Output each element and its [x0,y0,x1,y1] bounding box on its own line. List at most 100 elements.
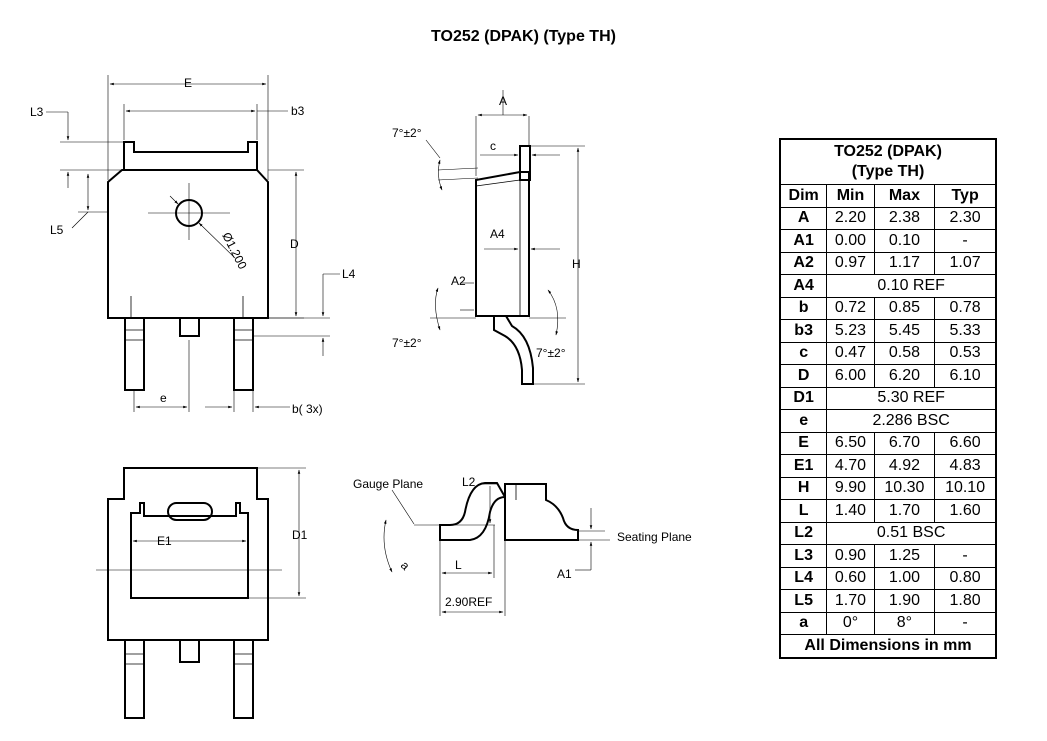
column-header-dim: Dim [779,184,828,208]
side-view-lead [493,315,534,385]
cell-merged-value: 5.30 REF [826,386,997,410]
dim-label-D1: D1 [292,528,308,542]
cell-max: 1.90 [873,589,936,613]
cell-min: 4.70 [826,454,875,478]
cell-min: 6.50 [826,431,875,455]
bottom-view-slot [167,502,213,521]
cell-dim: L [779,499,828,523]
cell-dim: A [779,206,828,230]
cell-max: 4.92 [873,454,936,478]
cell-min: 6.00 [826,364,875,388]
cell-min: 0.60 [826,566,875,590]
dim-label-A2: A2 [451,274,466,288]
dim-label-L3: L3 [30,105,44,119]
bottom-view: E1 D1 [96,467,308,719]
cell-min: 2.20 [826,206,875,230]
column-header-min: Min [826,184,875,208]
table-header-line2: (Type TH) [851,163,925,180]
bottom-lead-right [233,639,254,719]
bottom-lead-left [124,639,145,719]
lead-detail-view: Gauge Plane L2 a L 2.90REF Seating Plane… [353,475,692,616]
page-title: TO252 (DPAK) (Type TH) [431,28,616,45]
dim-label-L: L [455,558,462,572]
dim-label-e: e [160,391,167,405]
side-view: A c 7°±2° A4 A2 H 7°±2° 7°±2° [392,90,585,385]
cell-max: 2.38 [873,206,936,230]
cell-typ: 1.60 [934,499,997,523]
cell-dim: L2 [779,521,828,545]
cell-min: 5.23 [826,319,875,343]
cell-dim: D [779,364,828,388]
cell-max: 0.10 [873,229,936,253]
angle-a-label: a [398,558,413,573]
angle-bottom-left-label: 7°±2° [392,336,422,350]
dim-label-b3: b3 [291,104,305,118]
column-header-max: Max [873,184,936,208]
dim-label-L4: L4 [342,267,356,281]
cell-typ: 2.30 [934,206,997,230]
cell-typ: - [934,229,997,253]
seating-plane-label: Seating Plane [617,530,692,544]
cell-typ: - [934,611,997,635]
dim-label-A4: A4 [490,227,505,241]
cell-max: 6.20 [873,364,936,388]
cell-min: 1.70 [826,589,875,613]
dimensions-table: TO252 (DPAK) (Type TH) Dim Min Max Typ A… [779,138,997,659]
bottom-view-body [107,467,269,641]
cell-max: 8° [873,611,936,635]
dim-label-b: b( 3x) [292,402,323,416]
column-header-typ: Typ [934,184,997,208]
cell-dim: E [779,431,828,455]
dim-label-A: A [499,94,507,108]
cell-dim: A2 [779,251,828,275]
cell-max: 5.45 [873,319,936,343]
dim-label-A1: A1 [557,567,572,581]
cell-dim: e [779,409,828,433]
cell-merged-value: 0.10 REF [826,274,997,298]
cell-min: 0.72 [826,296,875,320]
cell-min: 0.00 [826,229,875,253]
top-view-body [107,169,269,319]
cell-dim: a [779,611,828,635]
bottom-view-pad [130,502,249,599]
cell-min: 0.47 [826,341,875,365]
cell-merged-value: 0.51 BSC [826,521,997,545]
side-view-tab [519,145,531,181]
lead-right [233,317,254,391]
lead-left [124,317,145,391]
table-header-line1: TO252 (DPAK) [834,143,942,160]
cell-typ: 6.10 [934,364,997,388]
cell-max: 1.25 [873,544,936,568]
hole-diameter-label: Ø1.200 [219,230,249,272]
ref-label: 2.90REF [445,595,492,609]
cell-dim: L5 [779,589,828,613]
dim-label-L5: L5 [50,223,64,237]
cell-min: 0.97 [826,251,875,275]
table-header: TO252 (DPAK) (Type TH) [779,138,997,185]
cell-max: 10.30 [873,476,936,500]
cell-min: 0° [826,611,875,635]
angle-top-label: 7°±2° [392,126,422,140]
cell-typ: 5.33 [934,319,997,343]
cell-dim: c [779,341,828,365]
cell-typ: 1.07 [934,251,997,275]
dim-label-E1: E1 [157,534,172,548]
cell-typ: 4.83 [934,454,997,478]
cell-dim: b3 [779,319,828,343]
top-view-tab [123,141,258,170]
cell-max: 1.17 [873,251,936,275]
